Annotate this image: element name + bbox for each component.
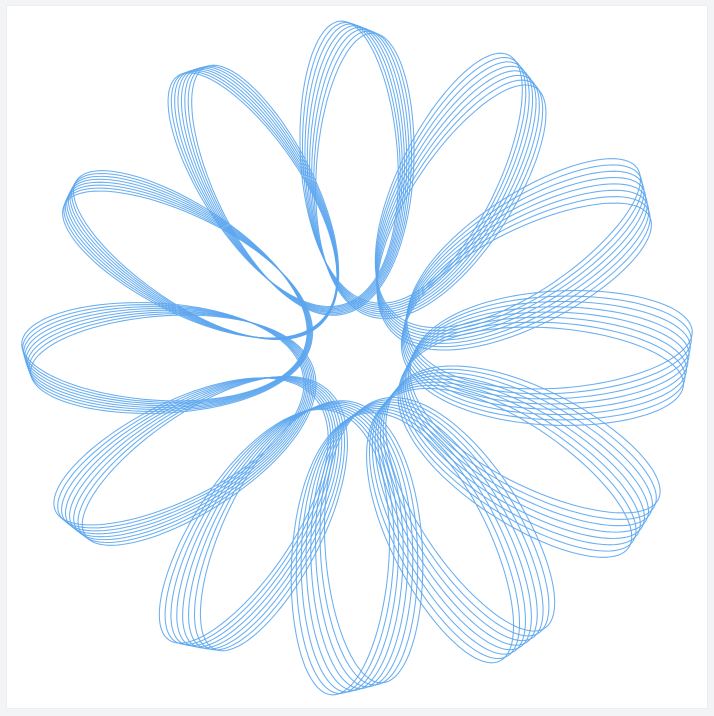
spirograph-curve — [28, 21, 692, 686]
spirograph-curve — [23, 28, 688, 693]
spirograph-curve — [22, 30, 686, 695]
spirograph-curve — [24, 26, 689, 691]
canvas-frame — [6, 5, 708, 709]
spirograph-curves — [21, 20, 693, 696]
spirograph-curve — [21, 32, 685, 696]
spirograph-curve — [26, 23, 691, 688]
spirograph-curve — [25, 25, 690, 690]
spirograph-curve — [29, 20, 693, 684]
